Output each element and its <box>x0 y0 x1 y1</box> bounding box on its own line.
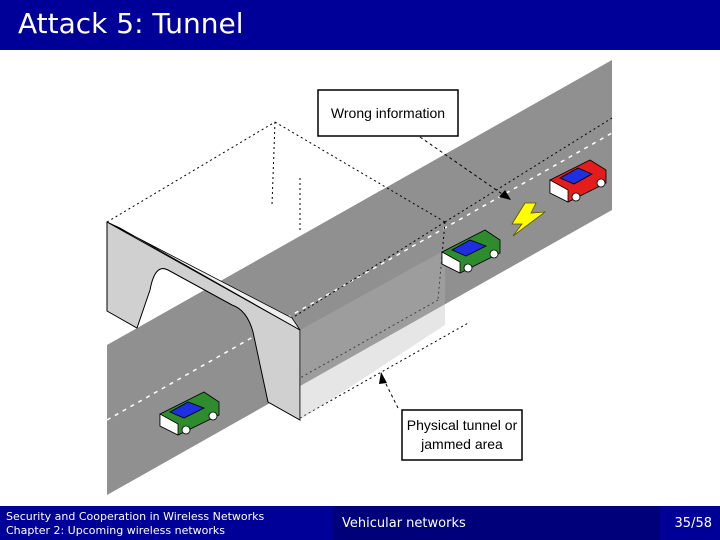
wrong-information-label: Wrong information <box>317 89 459 137</box>
physical-tunnel-arrowhead <box>379 372 387 384</box>
wrong-info-arrow <box>419 136 506 197</box>
title-bar: Attack 5: Tunnel <box>0 0 720 50</box>
tunnel-portal <box>106 221 301 421</box>
tunnel-outline <box>106 117 613 419</box>
physical-tunnel-label: Physical tunnel or jammed area <box>401 409 523 461</box>
tunnel-roof <box>106 221 301 331</box>
footer-course-title: Security and Cooperation in Wireless Net… <box>6 510 265 523</box>
lightning-bolt-icon <box>511 202 547 237</box>
slide-title: Attack 5: Tunnel <box>18 7 244 40</box>
footer-bar: Security and Cooperation in Wireless Net… <box>0 506 720 540</box>
footer-page: 35/58 <box>663 506 720 540</box>
footer-page-number: 35/58 <box>674 516 712 531</box>
wrong-information-text: Wrong information <box>331 105 445 121</box>
road-center-line <box>106 132 613 421</box>
footer-section: Vehicular networks <box>333 506 660 540</box>
physical-tunnel-text-line1: Physical tunnel or <box>407 417 518 433</box>
car-green-bottom <box>159 391 220 436</box>
physical-tunnel-text-line2: jammed area <box>420 436 503 452</box>
road <box>107 60 612 495</box>
footer-section-label: Vehicular networks <box>342 516 466 531</box>
footer-course-info: Security and Cooperation in Wireless Net… <box>6 510 264 538</box>
tunnel-attack-diagram: Wrong information Physical tunnel or jam… <box>106 60 613 495</box>
wrong-info-arrowhead <box>499 190 511 200</box>
car-red <box>549 159 607 203</box>
footer-chapter: Chapter 2: Upcoming wireless networks <box>6 524 225 537</box>
tunnel-inner-shade <box>300 250 445 420</box>
car-green-middle <box>441 229 501 274</box>
